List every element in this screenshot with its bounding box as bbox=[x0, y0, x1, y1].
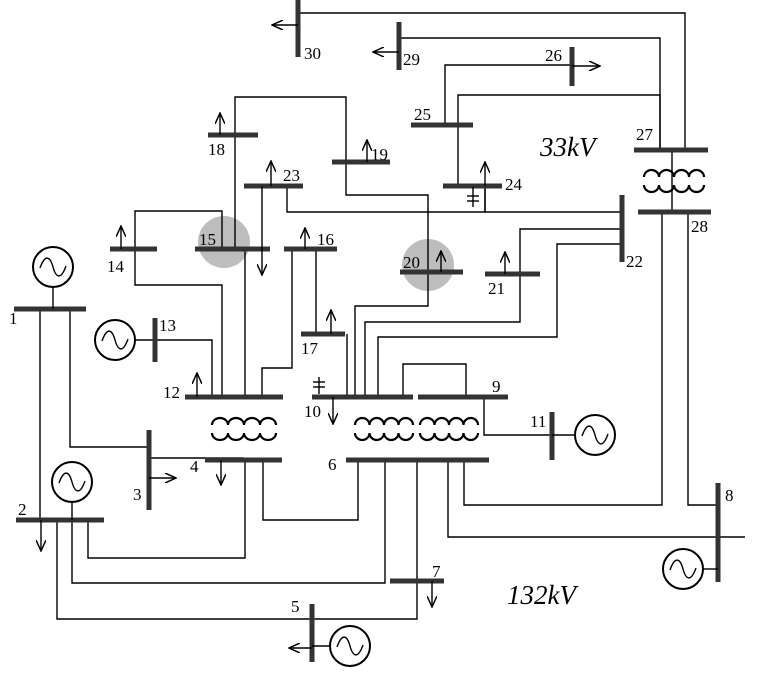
generator-bus-1 bbox=[32, 246, 74, 288]
line-13-12 bbox=[155, 339, 213, 397]
bus-labels: 30 29 26 25 18 19 23 24 27 28 22 14 15 1… bbox=[9, 44, 734, 616]
line-22-10 bbox=[377, 243, 622, 397]
bus-label-2: 2 bbox=[18, 500, 27, 519]
bus-label-30: 30 bbox=[304, 44, 321, 63]
bus-label-24: 24 bbox=[505, 175, 523, 194]
line-1-3 bbox=[69, 309, 149, 448]
line-14-12 bbox=[134, 249, 223, 397]
bus-label-19: 19 bbox=[371, 145, 388, 164]
line-22-21 bbox=[519, 228, 622, 274]
line-2-4 bbox=[87, 460, 246, 559]
line-6-28 bbox=[463, 212, 663, 506]
loads bbox=[41, 25, 600, 648]
bus-label-4: 4 bbox=[190, 457, 199, 476]
bus-label-26: 26 bbox=[545, 46, 562, 65]
line-14-15 bbox=[134, 210, 223, 249]
bus-label-1: 1 bbox=[9, 309, 18, 328]
bus-label-29: 29 bbox=[403, 50, 420, 69]
bus-label-27: 27 bbox=[636, 125, 654, 144]
bus-label-11: 11 bbox=[530, 412, 546, 431]
line-20-10 bbox=[354, 272, 429, 397]
bus-label-8: 8 bbox=[725, 486, 734, 505]
line-16-12 bbox=[261, 249, 293, 397]
bus-label-5: 5 bbox=[291, 597, 300, 616]
line-29-27 bbox=[399, 37, 661, 150]
line-28-8 bbox=[687, 212, 718, 506]
transformer-10-6 bbox=[353, 416, 415, 442]
line-2-6 bbox=[71, 460, 386, 584]
generators bbox=[32, 246, 718, 667]
capacitors bbox=[313, 187, 479, 394]
line-23-24 bbox=[286, 186, 486, 213]
generator-bus-11 bbox=[574, 414, 616, 456]
bus-label-23: 23 bbox=[283, 166, 300, 185]
line-30-27 bbox=[298, 12, 686, 150]
bus-label-18: 18 bbox=[208, 140, 225, 159]
bus-label-25: 25 bbox=[414, 105, 431, 124]
bus-label-6: 6 bbox=[328, 455, 337, 474]
line-21-10 bbox=[364, 274, 521, 397]
line-24-22 bbox=[484, 186, 622, 213]
bus-label-12: 12 bbox=[163, 383, 180, 402]
bus-label-7: 7 bbox=[432, 562, 441, 581]
bus-label-17: 17 bbox=[301, 339, 319, 358]
line-25-26 bbox=[444, 64, 572, 125]
bus-label-15: 15 bbox=[199, 230, 216, 249]
line-9-11 bbox=[483, 397, 552, 436]
transformers bbox=[210, 168, 706, 442]
bus-label-21: 21 bbox=[488, 279, 505, 298]
voltage-label-132kv: 132kV bbox=[507, 580, 579, 610]
transmission-lines bbox=[39, 12, 745, 620]
line-10-9 bbox=[402, 363, 467, 397]
line-6-8 bbox=[447, 460, 745, 538]
buses bbox=[14, 0, 721, 662]
transformer-27-28 bbox=[642, 168, 706, 194]
line-4-6 bbox=[262, 460, 359, 521]
bus-label-16: 16 bbox=[317, 230, 334, 249]
generator-bus-8 bbox=[662, 548, 704, 590]
line-2-5 bbox=[56, 520, 418, 620]
bus-label-20: 20 bbox=[403, 253, 420, 272]
transformer-12-4 bbox=[210, 416, 278, 442]
bus-label-14: 14 bbox=[107, 257, 125, 276]
generator-bus-2 bbox=[51, 461, 93, 503]
bus-label-10: 10 bbox=[304, 402, 321, 421]
line-18-19-20 bbox=[234, 96, 429, 272]
generator-bus-13 bbox=[94, 319, 136, 361]
bus-label-22: 22 bbox=[626, 252, 643, 271]
capacitor-bus-24 bbox=[467, 187, 479, 207]
generator-bus-5 bbox=[329, 625, 371, 667]
line-25-27 bbox=[457, 94, 661, 150]
capacitor-bus-10 bbox=[313, 377, 325, 394]
highlight-bus-15 bbox=[198, 216, 250, 268]
bus-label-9: 9 bbox=[492, 377, 501, 396]
bus-label-13: 13 bbox=[159, 316, 176, 335]
bus-label-28: 28 bbox=[691, 217, 708, 236]
bus-label-3: 3 bbox=[133, 485, 142, 504]
transformer-9-6 bbox=[418, 416, 480, 442]
voltage-label-33kv: 33kV bbox=[539, 132, 599, 162]
